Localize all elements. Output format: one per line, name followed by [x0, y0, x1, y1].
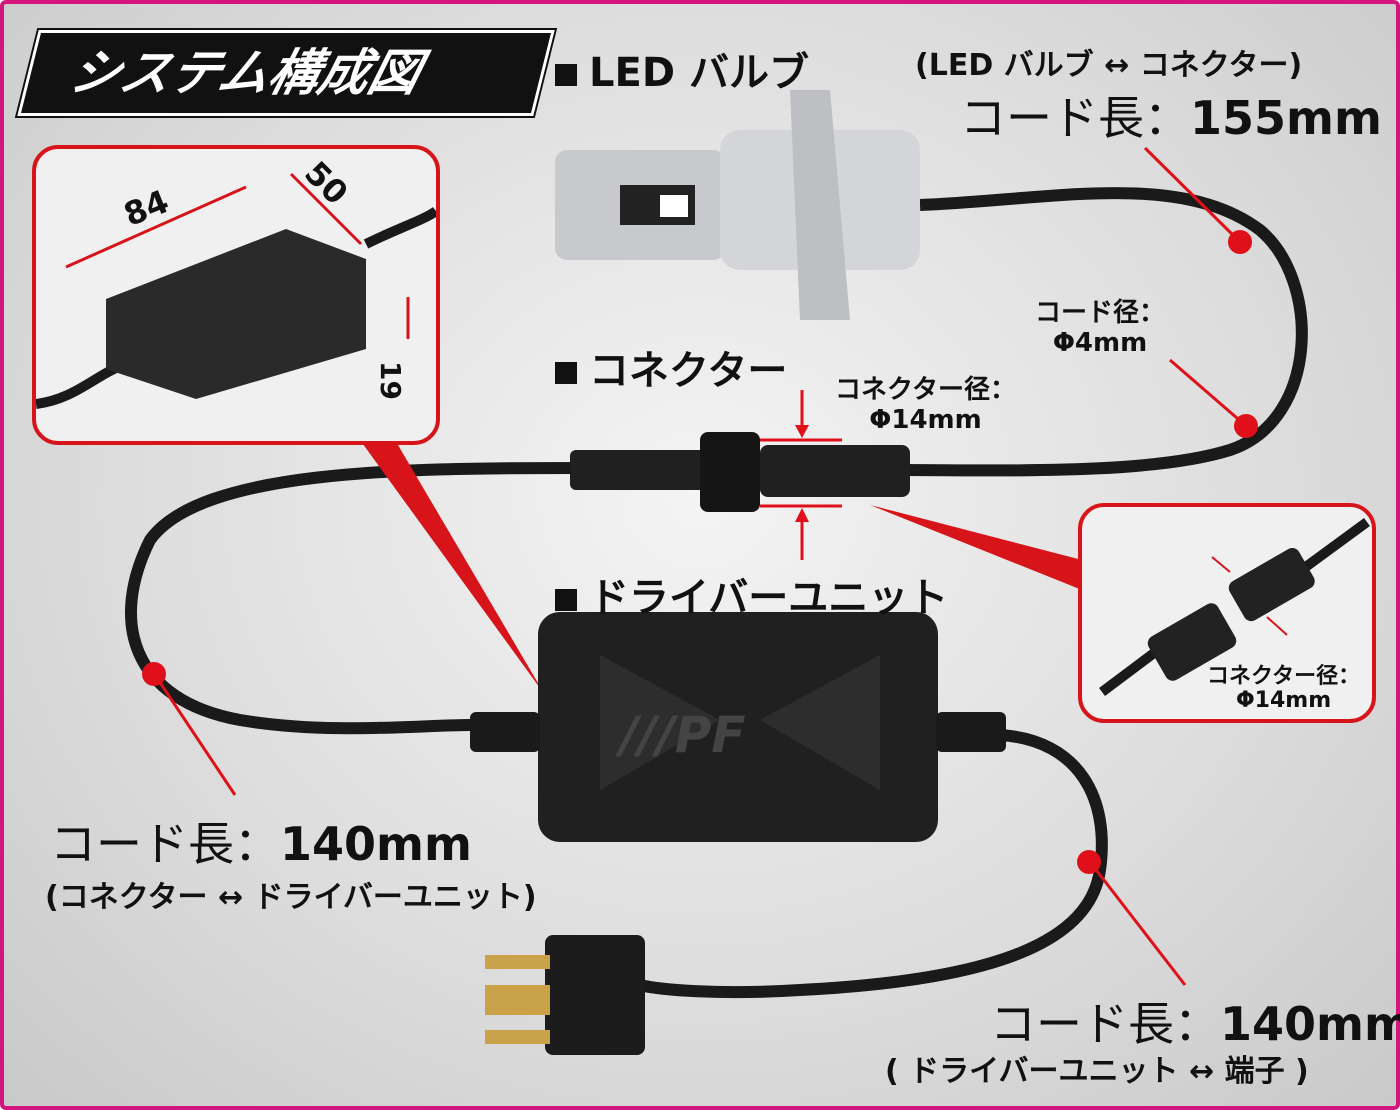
cord-140a-length: コード長：140mm [50, 808, 472, 874]
cord-140b-length: コード長：140mm [990, 988, 1400, 1054]
cord-140b-range: ( ドライバーユニット ↔ 端子 ) [885, 1054, 1309, 1089]
section-led-bulb: LED バルブ [555, 40, 809, 98]
section-connector: コネクター [555, 338, 787, 396]
cord-140a-range: (コネクター ↔ ドライバーユニット) [45, 880, 537, 915]
connector-diameter: コネクター径： Φ14mm [835, 375, 1016, 435]
cord-length-label: コード長： [50, 817, 280, 871]
callout-wedge-connector [870, 505, 1082, 590]
section-driver-unit: ドライバーユニット [555, 565, 948, 623]
driver-logo: ///PF [615, 706, 746, 764]
connector-closeup-drawing [1099, 517, 1370, 696]
cord-length-value: 140mm [1220, 997, 1400, 1051]
section-label: LED バルブ [589, 50, 809, 96]
page-title: システム構成図 [63, 44, 427, 102]
section-label: コネクター [589, 348, 788, 394]
marker-dot [1228, 230, 1252, 254]
inset-connector: コネクター径： Φ14mm [1078, 503, 1376, 723]
inset-connector-diameter-value: Φ14mm [1235, 688, 1332, 713]
connector-body-left [570, 450, 710, 490]
square-bullet-icon [555, 64, 577, 86]
cord-diameter-label: コード径： [1035, 298, 1166, 328]
marker-dot [1077, 850, 1101, 874]
connector-diameter-label: コネクター径： [835, 375, 1016, 405]
cord-length-label: コード長： [960, 91, 1190, 145]
cord-155-length: コード長：155mm [960, 82, 1382, 148]
cord-155-range: (LED バルブ ↔ コネクター) [915, 48, 1303, 83]
square-bullet-icon [555, 589, 577, 611]
connector-diameter-value: Φ14mm [869, 405, 982, 435]
cord-length-value: 140mm [280, 817, 472, 871]
connector-nut [700, 432, 760, 512]
cord-diameter: コード径： Φ4mm [1035, 298, 1165, 358]
driver-dimension-drawing [36, 172, 436, 409]
h4-plug [545, 935, 645, 1055]
inset-connector-diameter: コネクター径： Φ14mm [1207, 665, 1360, 713]
marker-dot [142, 662, 166, 686]
marker-dot [1234, 414, 1258, 438]
dim-height: 19 [373, 361, 407, 400]
inset-connector-diameter-label: コネクター径： [1207, 664, 1361, 689]
section-label: ドライバーユニット [589, 575, 949, 621]
title-banner: システム構成図 [17, 30, 555, 116]
cord-length-label: コード長： [990, 997, 1220, 1051]
cable-driver-plug [638, 729, 1108, 999]
inset-driver-dimensions: 84 50 19 [32, 145, 440, 445]
driver-unit [538, 612, 938, 842]
cable-connector-driver [125, 462, 576, 735]
connector-body-right [760, 445, 910, 497]
cord-length-value: 155mm [1190, 91, 1382, 145]
square-bullet-icon [555, 362, 577, 384]
callout-wedge-driver [360, 440, 545, 695]
cord-diameter-value: Φ4mm [1052, 328, 1148, 358]
cable-bulb-connector [899, 187, 1308, 477]
